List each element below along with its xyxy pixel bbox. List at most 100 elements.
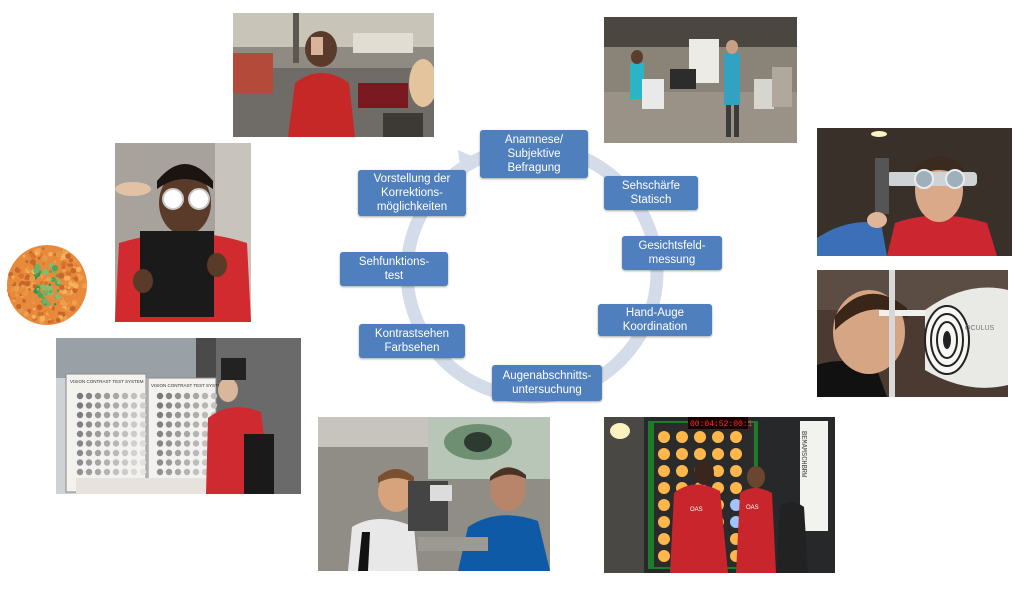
ishihara-dot [47,285,53,291]
contrast-dot [183,468,191,476]
ishihara-dot [42,262,45,266]
contrast-dot [165,459,173,466]
contrast-dot [94,430,102,438]
contrast-dot [183,392,191,400]
contrast-dot [76,430,84,438]
photo-eye-cover-test-image [233,13,434,137]
contrast-dot [192,459,200,466]
ishihara-dot [25,253,30,257]
contrast-dot [192,402,200,409]
ishihara-dot [19,280,26,287]
contrast-dot [121,449,129,457]
contrast-dot [183,459,191,466]
step-augenabschnitt: Augenabschnitts- untersuchung [492,365,602,401]
ishihara-dot [18,273,25,279]
contrast-dot [121,468,129,476]
ishihara-dot [55,274,59,278]
ishihara-dot [77,300,80,303]
contrast-dot [76,449,84,457]
ishihara-dot [20,284,25,289]
contrast-dot [201,430,209,438]
ishihara-dot [64,285,68,289]
contrast-dot [76,440,84,447]
contrast-dot [121,430,129,438]
contrast-dot [103,411,111,419]
contrast-dot [85,468,93,476]
ishihara-dot [32,301,35,305]
contrast-dot [85,392,93,400]
photo-phoropter-image [817,128,1012,256]
ishihara-dot [63,316,68,321]
contrast-dot [94,421,102,428]
ishihara-dot [75,266,82,273]
contrast-dot [76,392,84,400]
contrast-dot [139,449,147,457]
reaction-light [658,465,670,477]
ishihara-dot [32,307,36,311]
reaction-light [658,533,670,545]
contrast-dot [201,421,209,428]
ishihara-dot [70,267,77,274]
ishihara-dot [50,277,56,283]
contrast-dot [156,449,164,457]
reaction-light [658,516,670,528]
reaction-light [676,431,688,443]
ishihara-dot [47,308,54,316]
contrast-dot [139,459,147,466]
contrast-dot [94,392,102,400]
contrast-dot [156,402,164,409]
ishihara-dot [64,266,69,271]
ishihara-dot [33,267,40,274]
contrast-dot [94,468,102,476]
contrast-dot [139,392,147,400]
step-vorstellung: Vorstellung der Korrektions- möglichkeit… [358,170,466,216]
reaction-light [658,431,670,443]
ishihara-dot [29,250,33,254]
ishihara-dot [55,317,61,323]
contrast-dot [112,449,120,457]
ishihara-dot [29,274,35,280]
ishihara-dot [73,258,78,263]
step-kontrast-farb: Kontrastsehen Farbsehen [359,324,465,358]
contrast-dot [94,449,102,457]
contrast-dot [139,468,147,476]
ishihara-dot [48,252,53,257]
contrast-dot [85,421,93,428]
ishihara-dot [14,287,19,292]
contrast-dot [139,402,147,409]
contrast-dot [103,421,111,428]
ishihara-dot [47,320,51,324]
ishihara-dot [55,294,61,300]
contrast-dot [94,440,102,447]
ishihara-dot [41,255,48,262]
photo-contrast-test-image: VISION CONTRAST TEST SYSTEM VISION CONTR… [56,338,301,494]
ishihara-dot [28,294,34,300]
contrast-dot [112,459,120,466]
photo-occluder-glasses [115,143,251,322]
contrast-dot [165,392,173,400]
contrast-dot [165,430,173,438]
ishihara-dot [60,261,67,267]
ishihara-dot [42,290,49,296]
ishihara-dot [65,275,71,281]
ishihara-dot [49,278,53,281]
contrast-dot [85,459,93,466]
ishihara-dot [41,247,45,250]
ishihara-dot [37,256,41,260]
contrast-chart-title-left: VISION CONTRAST TEST SYSTEM [70,379,144,384]
contrast-dot [165,468,173,476]
contrast-dot [76,402,84,409]
contrast-dot [192,421,200,428]
ishihara-dot [66,306,71,312]
ishihara-dot [48,283,52,287]
contrast-dot [201,411,209,419]
contrast-dot [174,411,182,419]
photo-reaction-wall: 00:04:52:00:1 BEMAMSCHBRW OAS OAS [604,417,835,573]
contrast-dot [192,440,200,447]
contrast-dot [174,440,182,447]
reaction-light [658,499,670,511]
photo-test-stations [604,17,797,143]
contrast-dot [85,402,93,409]
contrast-dot [112,402,120,409]
contrast-dot [85,430,93,438]
